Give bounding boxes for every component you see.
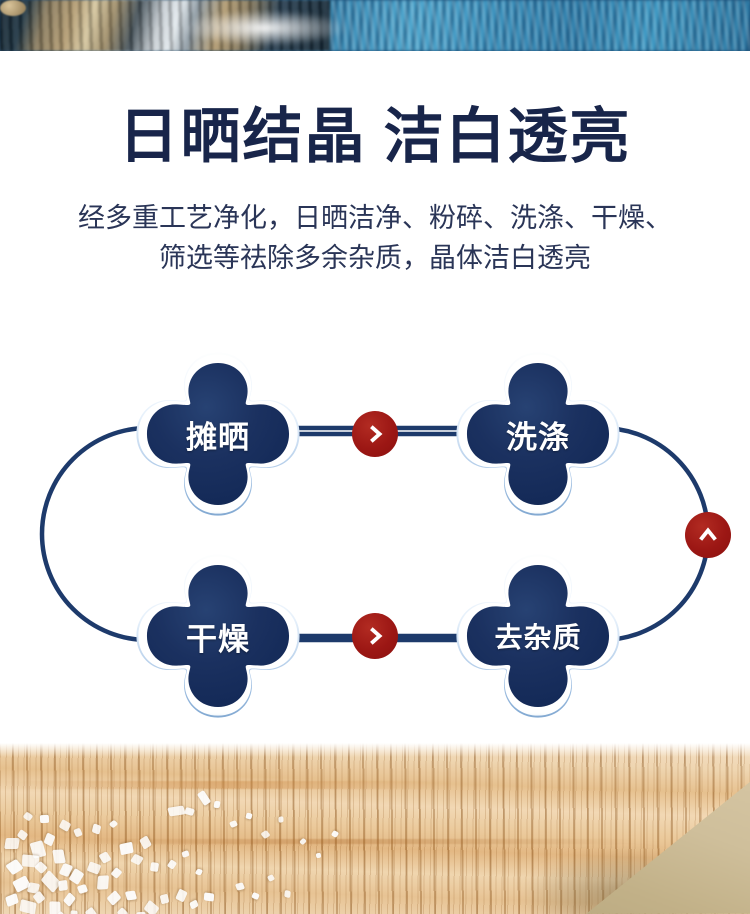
photo-top-fade xyxy=(0,743,750,757)
node-blob-shape xyxy=(464,562,612,710)
page-title: 日晒结晶 洁白透亮 xyxy=(118,104,632,170)
salt-on-wooden-board-photo xyxy=(0,743,750,914)
banner-stone xyxy=(0,0,26,16)
node-blob-shape xyxy=(144,562,292,710)
node-blob-shape xyxy=(144,360,292,508)
chevron-right-icon-bottom[interactable] xyxy=(352,613,398,659)
process-flow-diagram: 摊晒 洗涤 干燥 去杂质 xyxy=(0,340,750,730)
chevron-up-icon-right[interactable] xyxy=(685,512,731,558)
salt-crystals xyxy=(0,743,420,914)
chevron-right-glyph xyxy=(370,425,383,443)
process-track xyxy=(39,425,711,643)
process-node-label: 摊晒 xyxy=(186,419,250,455)
process-node-label: 去杂质 xyxy=(494,622,582,653)
subtitle-line-1: 经多重工艺净化，日晒洁净、粉碎、洗涤、干燥、 xyxy=(78,203,672,233)
subtitle-line-2: 筛选等祛除多余杂质，晶体洁白透亮 xyxy=(159,242,591,273)
salt-field-banner xyxy=(0,0,750,51)
process-node-top-right[interactable]: 洗涤 xyxy=(453,349,623,519)
process-node-bottom-right[interactable]: 去杂质 xyxy=(453,551,623,721)
process-node-bottom-left[interactable]: 干燥 xyxy=(133,551,303,721)
process-node-label: 洗涤 xyxy=(506,419,570,455)
chevron-right-icon-top[interactable] xyxy=(352,411,398,457)
chevron-right-glyph xyxy=(370,627,383,645)
headings-block: 日晒结晶 洁白透亮 经多重工艺净化，日晒洁净、粉碎、洗涤、干燥、 筛选等祛除多余… xyxy=(0,51,750,279)
process-node-label: 干燥 xyxy=(186,621,250,657)
chevron-up-glyph xyxy=(699,527,717,541)
banner-light-glint xyxy=(160,0,420,51)
page-subtitle: 经多重工艺净化，日晒洁净、粉碎、洗涤、干燥、 筛选等祛除多余杂质，晶体洁白透亮 xyxy=(25,199,725,279)
process-node-top-left[interactable]: 摊晒 xyxy=(133,349,303,519)
node-blob-shape xyxy=(464,360,612,508)
